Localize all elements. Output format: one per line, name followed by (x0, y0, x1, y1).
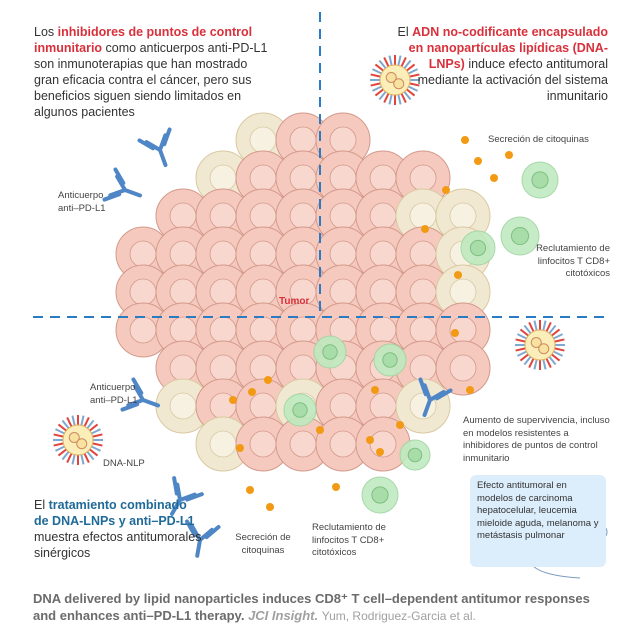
footer-citation: DNA delivered by lipid nanoparticles ind… (33, 590, 613, 625)
lipid-nanoparticle-icon (515, 320, 565, 370)
cytokines-label-bottom: Secreción de citoquinas (235, 532, 291, 556)
tumor-cell (235, 226, 291, 282)
dying-cell (395, 378, 451, 434)
t-cell (521, 161, 559, 199)
cytokine-dot (248, 388, 256, 396)
tumor-cell (115, 226, 171, 282)
cytokines-label-top: Secreción de citoquinas (488, 134, 589, 145)
tumor-cell (155, 340, 211, 396)
tumor-mass (115, 112, 491, 472)
dna-lnps-text: El ADN no-codificante encapsulado en nan… (397, 25, 608, 103)
tumor-cell (315, 416, 371, 472)
tumor-cell (355, 378, 411, 434)
recruit-label-top: Reclutamiento de linfocitos T CD8+ citot… (536, 243, 610, 279)
antibody-icon (102, 167, 143, 202)
tumor-cell (275, 226, 331, 282)
cytokine-dot (236, 444, 244, 452)
tumor-cell (395, 226, 451, 282)
tumor-cell (355, 188, 411, 244)
tumor-cell (275, 150, 331, 206)
cytokine-dot (421, 225, 429, 233)
cytokine-dot (474, 157, 482, 165)
cytokine-dot (442, 186, 450, 194)
tumor-cell (195, 188, 251, 244)
dna-nlp-label: DNA-NLP (103, 458, 145, 469)
t-cell (361, 476, 399, 514)
combined-treatment-text: El tratamiento combinado de DNA-LNPs y a… (34, 498, 202, 560)
t-cell (399, 439, 431, 471)
dying-cell (395, 188, 451, 244)
checkpoint-inhibitors-text: Los inhibidores de puntos de control inm… (34, 25, 268, 119)
cytokine-dot (229, 396, 237, 404)
t-cell (373, 343, 407, 377)
footer-title: DNA delivered by lipid nanoparticles ind… (33, 591, 590, 623)
cytokine-dot (316, 426, 324, 434)
dying-cell (155, 378, 211, 434)
antibody-label-top: Anticuerpo anti–PD-L1 (58, 190, 106, 214)
tumor-cell (395, 340, 451, 396)
tumor-cell (395, 264, 451, 320)
cytokine-dot (461, 136, 469, 144)
t-cell (500, 216, 540, 256)
footer-authors: Yum, Rodriguez-Garcia et al. (321, 609, 476, 623)
tumor-cell (395, 150, 451, 206)
t-cell (313, 335, 347, 369)
mouse-models-text: Efecto antitumoral en modelos de carcino… (477, 480, 599, 541)
tumor-cell (315, 264, 371, 320)
tumor-cell (235, 416, 291, 472)
tumor-cell (155, 264, 211, 320)
dying-cell (195, 150, 251, 206)
antibody-icon (137, 127, 172, 168)
tumor-cell (315, 188, 371, 244)
tumor-cell (355, 264, 411, 320)
survival-label: Aumento de supervivencia, incluso en mod… (463, 415, 610, 464)
antibodies (102, 127, 453, 558)
antibody-icon (170, 476, 204, 516)
lipid-nanoparticle-icon (370, 55, 420, 105)
cytokine-dot (376, 448, 384, 456)
tumor-cell (115, 264, 171, 320)
antibody-icon (185, 519, 221, 558)
antibody-icon (120, 377, 161, 412)
cytokine-dot (396, 421, 404, 429)
tumor-cell (235, 264, 291, 320)
tumor-cell (235, 340, 291, 396)
mouse-models-box: Efecto antitumoral en modelos de carcino… (470, 475, 606, 567)
cytokine-dot (466, 386, 474, 394)
cytokine-dot (264, 376, 272, 384)
tumor-cell (315, 112, 371, 168)
recruit-label-bottom: Reclutamiento de linfocitos T CD8+ citot… (312, 522, 386, 558)
cytokines (229, 136, 513, 511)
footer-journal: JCI Insight. (248, 608, 319, 623)
cytokine-dot (266, 503, 274, 511)
tumor-label: Tumor (279, 296, 310, 307)
cytokine-dot (490, 174, 498, 182)
t-cells (283, 161, 559, 514)
lipid-nanoparticle-icon (53, 415, 103, 465)
cytokine-dot (505, 151, 513, 159)
cytokine-dot (246, 486, 254, 494)
dying-cell (435, 264, 491, 320)
cytokine-dot (451, 329, 459, 337)
tumor-cell (275, 188, 331, 244)
dying-cell (435, 188, 491, 244)
cytokine-dot (371, 386, 379, 394)
t-cell (460, 230, 496, 266)
cytokine-dot (332, 483, 340, 491)
antibody-icon (418, 377, 453, 418)
cytokine-dot (454, 271, 462, 279)
nanoparticles (53, 55, 565, 465)
t-cell (283, 393, 317, 427)
antibody-label-bottom: Anticuerpo anti–PD-L1 (90, 382, 138, 406)
tumor-cell (435, 340, 491, 396)
cytokine-dot (366, 436, 374, 444)
